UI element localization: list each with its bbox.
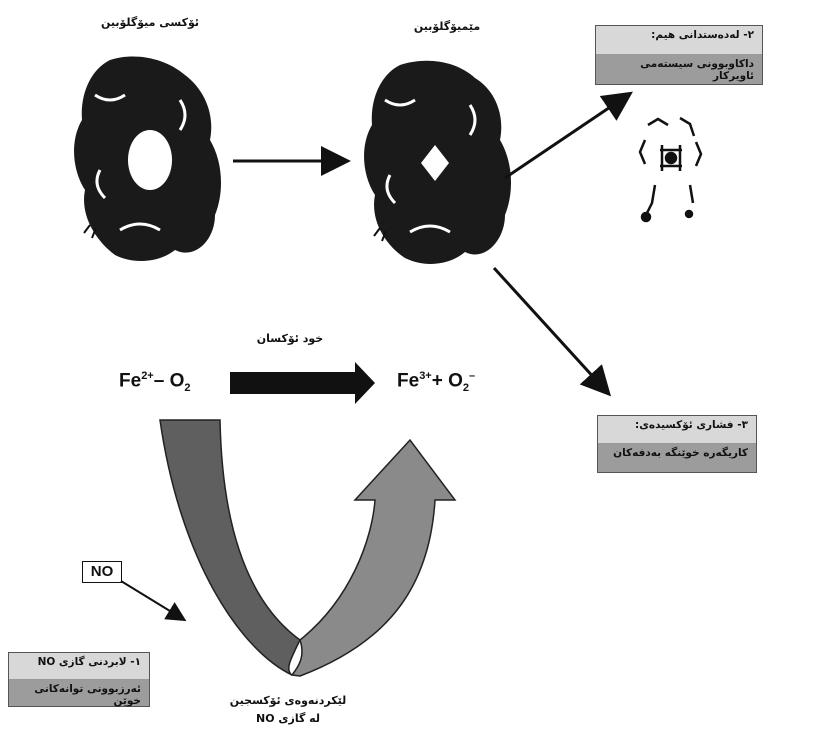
box-oxidative-stress-line2: کاریگەرە خوێنگە بەدفەکان bbox=[598, 444, 756, 472]
no-pointer-arrow bbox=[120, 580, 187, 622]
bottom-caption-line1: لێکردنەوەی ئۆکسجین bbox=[229, 694, 347, 707]
oxymyoglobin-title: ئۆکسی میۆگلۆبین bbox=[100, 16, 200, 29]
u-arrow-right bbox=[290, 438, 457, 677]
equation-right: Fe3++ O2– bbox=[397, 370, 476, 395]
self-oxidation-arrow bbox=[230, 362, 375, 404]
box-no-removal-line1: ١- لابردنی گازی NO bbox=[9, 653, 149, 680]
box-no-removal: ١- لابردنی گازی NO ئەرزبوونی توانەکانی خ… bbox=[8, 652, 150, 707]
oxymyoglobin-structure bbox=[74, 56, 222, 262]
box-heme-loss-line2: داکاوبوونی سیستەمی ئاویرکار bbox=[596, 55, 762, 84]
arrow-to-box3 bbox=[492, 266, 612, 397]
box-heme-loss: ٢- لەدەستدانی هیم: داکاوبوونی سیستەمی ئا… bbox=[595, 25, 763, 85]
metmyoglobin-structure bbox=[364, 60, 512, 264]
box-oxidative-stress: ٣- فشاری ئۆکسیدەی: کاریگەرە خوێنگە بەدفە… bbox=[597, 415, 757, 473]
equation-left: Fe2+– O2 bbox=[119, 370, 191, 395]
box-oxidative-stress-line1: ٣- فشاری ئۆکسیدەی: bbox=[598, 416, 756, 444]
bottom-caption-line2: لە گازی NO bbox=[256, 712, 320, 725]
box-no-removal-line2: ئەرزبوونی توانەکانی خوێن bbox=[9, 679, 149, 707]
no-tag: NO bbox=[82, 561, 122, 583]
heme-structure bbox=[638, 116, 703, 223]
u-arrow-left bbox=[159, 419, 301, 676]
arrow-to-box2 bbox=[504, 91, 633, 180]
box-heme-loss-line1: ٢- لەدەستدانی هیم: bbox=[596, 26, 762, 55]
metmyoglobin-title: مێمیۆگلۆبین bbox=[413, 20, 481, 33]
self-oxidation-label: خود ئۆکسان bbox=[256, 332, 324, 345]
